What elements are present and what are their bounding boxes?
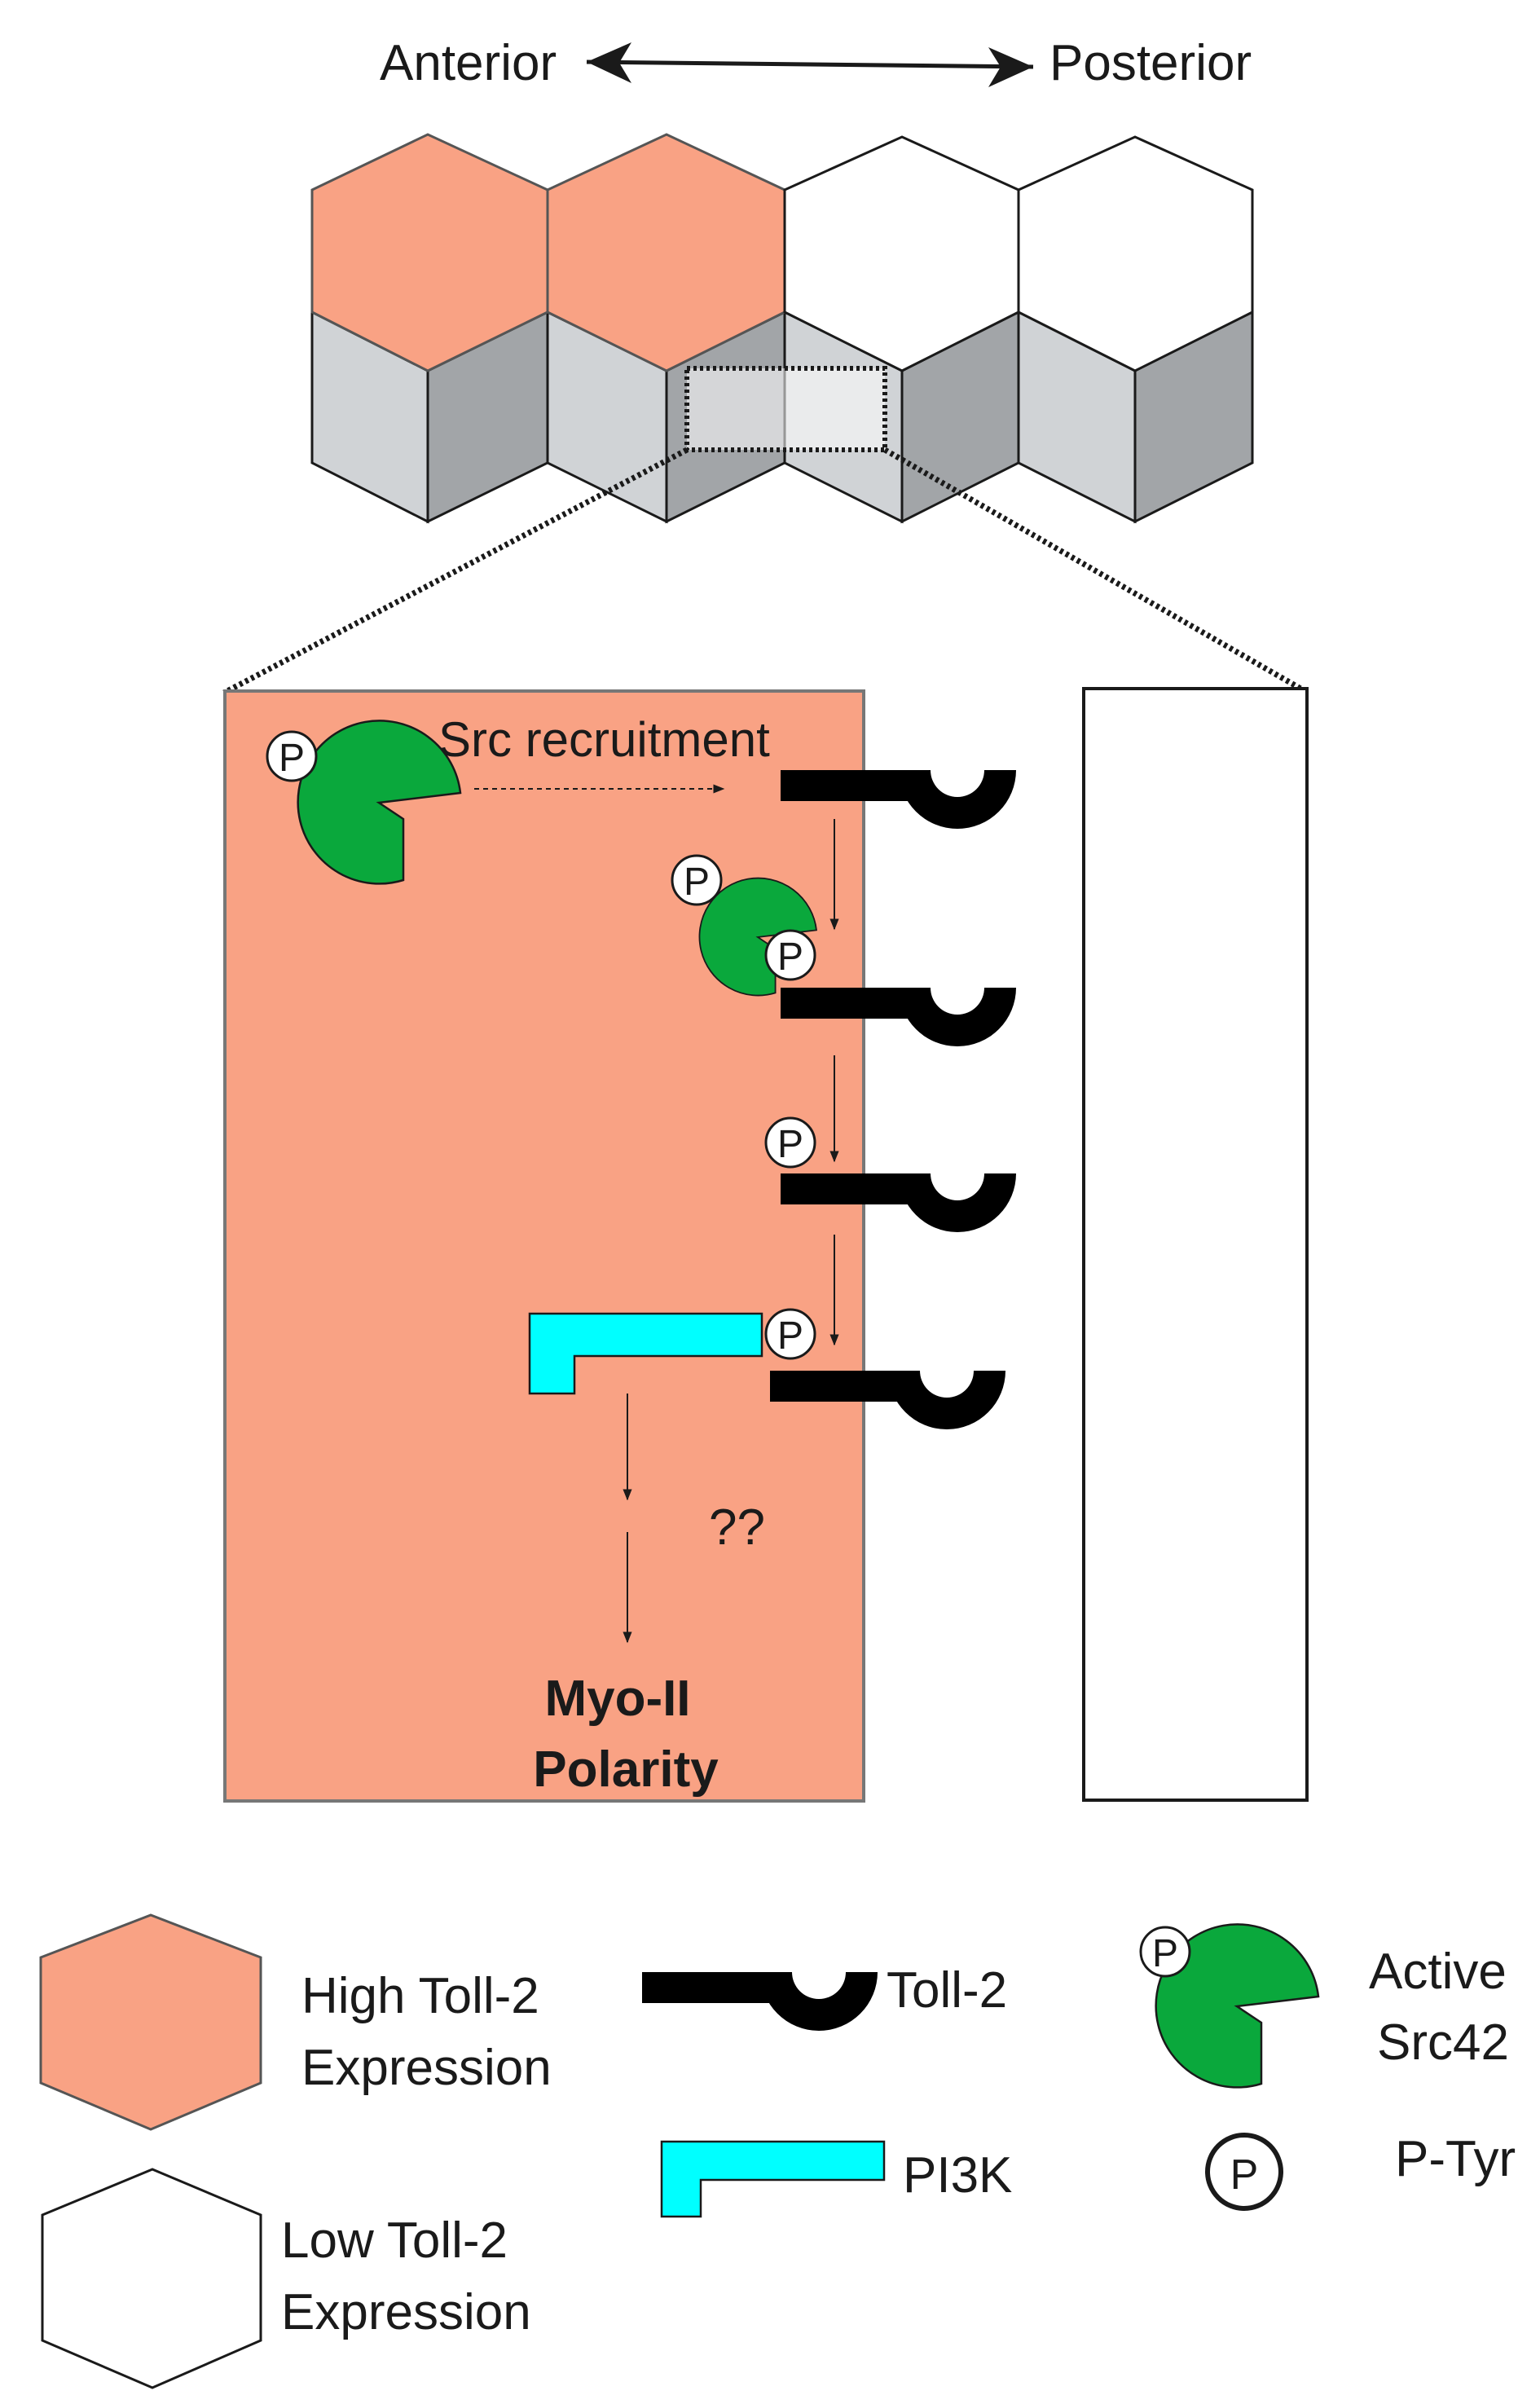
svg-text:P: P — [684, 861, 710, 904]
legend-src-label-1: Active — [1369, 1944, 1507, 2000]
legend-toll2-label: Toll-2 — [887, 1962, 1007, 2019]
src-recruitment-label: Src recruitment — [438, 712, 770, 767]
anterior-label: Anterior — [380, 35, 557, 91]
legend-pi3k-label: PI3K — [903, 2147, 1012, 2204]
cell-4-low-toll2 — [1017, 135, 1254, 372]
phospho-circle-4: P — [764, 1116, 816, 1169]
low-toll2-cell-zoom — [1082, 687, 1309, 1802]
svg-text:P: P — [1230, 2151, 1259, 2199]
legend-high-hex — [39, 1913, 262, 2131]
svg-text:P: P — [1152, 1932, 1178, 1975]
phospho-circle-5: P — [764, 1308, 816, 1360]
legend-pi3k-icon — [660, 2140, 886, 2218]
legend-high-label-1: High Toll-2 — [301, 1968, 539, 2024]
svg-text:P: P — [279, 737, 305, 780]
legend-src-label-2: Src42 — [1377, 2014, 1509, 2071]
legend-low-label-2: Expression — [281, 2284, 531, 2340]
phospho-circle-1: P — [266, 730, 318, 782]
legend-ptyr-label: P-Tyr — [1395, 2131, 1516, 2187]
phospho-circle-2: P — [671, 854, 723, 906]
legend-low-hex — [41, 2168, 262, 2389]
legend-src42-phospho: P — [1139, 1926, 1191, 1978]
legend-ptyr-icon: P — [1205, 2133, 1283, 2211]
pi3k-bound — [528, 1312, 763, 1395]
axis-arrow — [586, 42, 1034, 87]
svg-text:P: P — [777, 936, 803, 979]
polarity-label: Polarity — [533, 1741, 719, 1798]
legend: High Toll-2 Expression Low Toll-2 Expres… — [39, 1913, 1516, 2389]
legend-low-label-1: Low Toll-2 — [281, 2212, 508, 2269]
svg-text:P: P — [777, 1123, 803, 1166]
cell-1-lateral — [310, 310, 549, 524]
epithelial-tissue — [310, 133, 1254, 524]
high-toll2-cell-zoom — [223, 689, 865, 1803]
legend-high-label-2: Expression — [301, 2040, 552, 2096]
legend-toll2-icon — [642, 1972, 878, 2031]
unknown-step-label: ?? — [709, 1499, 765, 1556]
phospho-circle-3: P — [764, 929, 816, 981]
svg-text:P: P — [777, 1314, 803, 1358]
zoom-guide-lines — [222, 447, 1309, 696]
zoom-region-box — [684, 366, 887, 452]
myo-ii-label: Myo-II — [544, 1671, 690, 1727]
cell-4-lateral — [1017, 310, 1254, 524]
posterior-label: Posterior — [1049, 35, 1252, 91]
